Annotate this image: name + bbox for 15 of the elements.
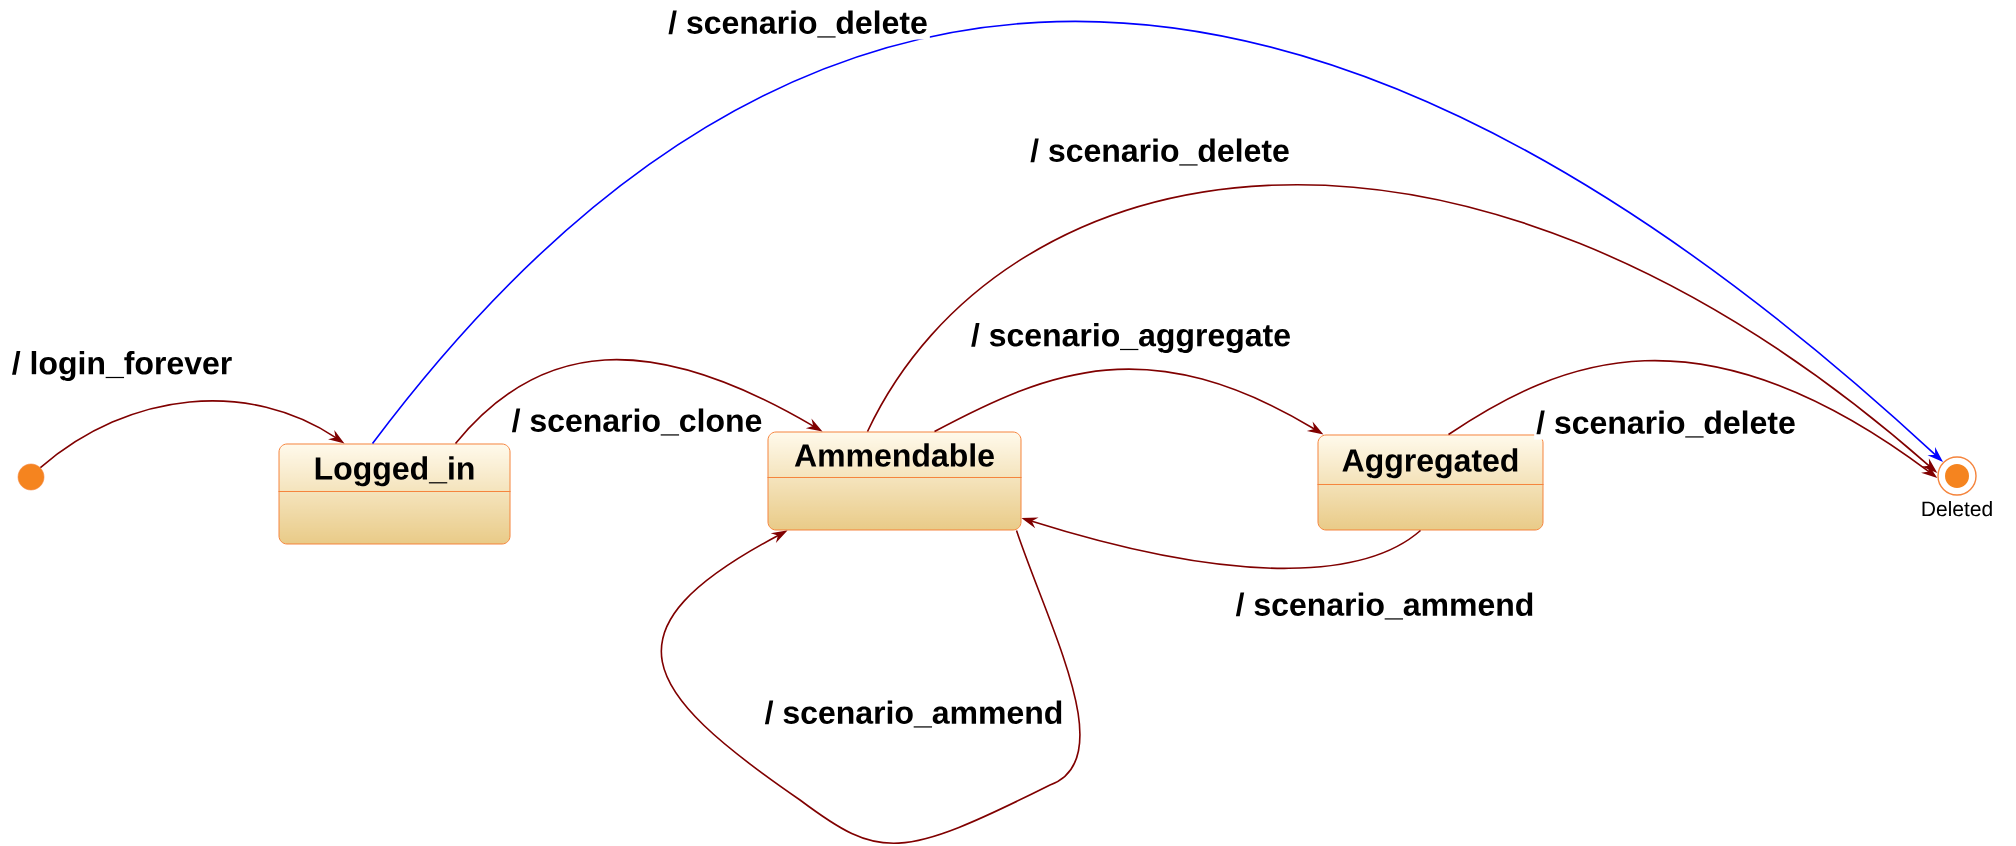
transition-label: / scenario_delete bbox=[1534, 408, 1798, 440]
end-circle bbox=[1937, 456, 1977, 496]
transition-label: / scenario_aggregate bbox=[968, 321, 1294, 355]
state-box: Ammendable bbox=[767, 431, 1022, 531]
state-name: Deleted bbox=[1922, 500, 1992, 517]
transition-arrow bbox=[661, 529, 1081, 844]
transition-label: / scenario_ammend bbox=[1233, 590, 1537, 622]
start-circle bbox=[17, 463, 45, 491]
transition-label: / scenario_delete bbox=[1028, 136, 1292, 168]
transition-label: / scenario_ammend bbox=[762, 698, 1066, 730]
transition-label: / scenario_delete bbox=[666, 8, 930, 40]
state-box: Aggregated bbox=[1317, 434, 1544, 531]
transition-label: / scenario_clone bbox=[509, 406, 765, 438]
state-box: Logged_in bbox=[278, 443, 511, 545]
transition-label: / login_forever bbox=[9, 349, 235, 383]
